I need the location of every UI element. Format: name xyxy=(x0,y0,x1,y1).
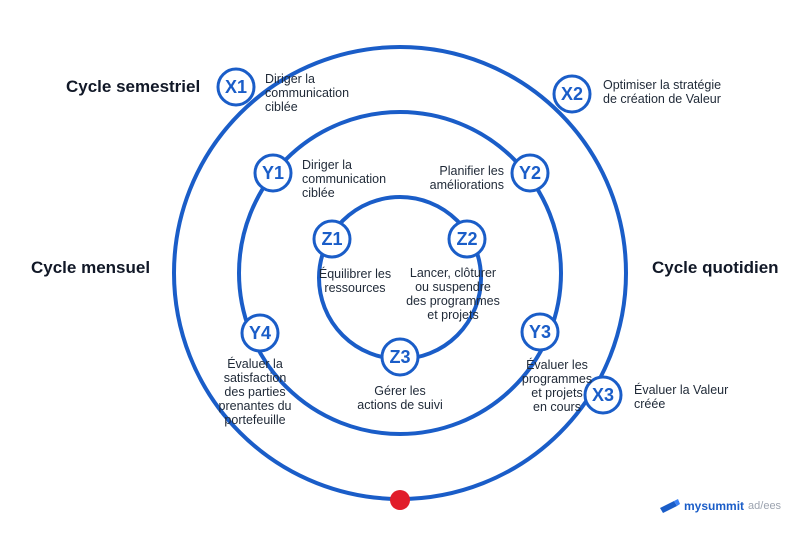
node-y3-id: Y3 xyxy=(529,322,551,342)
middle-ring xyxy=(237,110,563,436)
logo-suffix: ad/ees xyxy=(748,500,782,512)
node-x3-id: X3 xyxy=(592,385,614,405)
cycle-daily-label: Cycle quotidien xyxy=(652,258,779,277)
node-y3-circle xyxy=(520,312,560,352)
node-y4-circle xyxy=(240,313,280,353)
brand-logo: mysummit ad/ees xyxy=(658,496,781,516)
node-x1: X1 xyxy=(216,67,256,107)
cycle-semester-label: Cycle semestriel xyxy=(66,77,201,96)
logo-name: mysummit xyxy=(684,499,745,513)
node-z1-label: Équilibrer les ressources xyxy=(318,267,392,295)
node-x3-circle xyxy=(583,375,623,415)
node-x2-id: X2 xyxy=(561,84,583,104)
node-z1-circle xyxy=(312,219,352,259)
node-y1-id: Y1 xyxy=(262,163,284,183)
node-z3-id: Z3 xyxy=(389,347,410,367)
node-z1: Z1 xyxy=(312,219,352,259)
node-y4-id: Y4 xyxy=(249,323,271,343)
node-x1-id: X1 xyxy=(225,77,247,97)
node-x2-label: Optimiser la stratégie de création de Va… xyxy=(603,78,722,106)
node-x2: X2 xyxy=(552,74,592,114)
node-y4-label: Évaluer la satisfaction des parties pren… xyxy=(218,357,292,427)
node-y2-circle xyxy=(510,153,550,193)
node-x3-label: Évaluer la Valeur créée xyxy=(634,383,729,411)
node-x1-label: Diriger la communication ciblée xyxy=(265,72,350,114)
telescope-icon xyxy=(660,499,680,513)
node-y2-id: Y2 xyxy=(519,163,541,183)
node-z2-id: Z2 xyxy=(456,229,477,249)
current-position-marker xyxy=(390,490,410,510)
node-y3: Y3 xyxy=(520,312,560,352)
node-y1-circle xyxy=(253,153,293,193)
node-y1-label: Diriger la communication ciblée xyxy=(302,158,387,200)
cycle-monthly-label: Cycle mensuel xyxy=(31,258,151,277)
node-z2: Z2 xyxy=(447,219,487,259)
node-z3-circle xyxy=(380,337,420,377)
node-y3-label: Évaluer les programmes et projets en cou… xyxy=(521,358,593,414)
node-x2-circle xyxy=(552,74,592,114)
node-z2-label: Lancer, clôturer ou suspendre des progra… xyxy=(406,266,500,322)
node-x1-circle xyxy=(216,67,256,107)
node-z3: Z3 xyxy=(380,337,420,377)
node-y1: Y1 xyxy=(253,153,293,193)
node-z1-id: Z1 xyxy=(321,229,342,249)
node-z3-label: Gérer les actions de suivi xyxy=(357,384,443,412)
node-z2-circle xyxy=(447,219,487,259)
node-y2-label: Planifier les améliorations xyxy=(429,164,504,192)
node-y2: Y2 xyxy=(510,153,550,193)
node-x3: X3 xyxy=(583,375,623,415)
node-y4: Y4 xyxy=(240,313,280,353)
